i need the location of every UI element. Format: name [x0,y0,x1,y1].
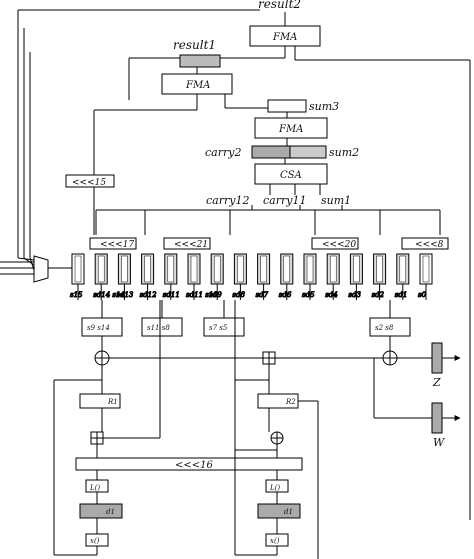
register-cell-s9 [213,255,221,283]
register-cell-s1 [399,255,407,283]
register-label-s15: s15 [70,291,83,299]
register-label-s12: sd12 [140,291,158,299]
sum1-label: sum1 [321,194,351,207]
rot20-block [311,237,359,250]
selector-2-label: s11 s8 [147,324,170,332]
l1-label: L() [89,484,100,492]
rot8-block [401,237,449,250]
l2-label: L() [269,484,280,492]
d1-label: d1 [106,508,115,516]
w-output-register [431,402,443,434]
fma-low-label: FMA [278,124,303,135]
register-label-s8: sd8 [232,291,245,299]
fma-mid-label: FMA [185,80,210,91]
sum2-label: sum2 [329,146,359,159]
sum2-register [289,145,327,159]
d2-register [257,503,301,519]
register-cell-s5 [306,255,314,283]
rot21-label: <<<21 [174,240,208,250]
register-cell-s15 [74,255,82,283]
register-cell-s7 [260,255,267,283]
rot17-label: <<<17 [100,240,134,250]
r1-register [79,393,121,409]
sum3-label: sum3 [309,100,339,113]
sum3-register [267,99,307,113]
register-cell-s6 [283,255,291,283]
d2-label: d1 [284,508,293,516]
register-cell-s0 [422,255,430,283]
w-label: W [433,436,446,449]
rot15-block [65,174,115,188]
x1-label: x() [90,537,100,545]
csa-block [254,163,328,185]
z-output-register [431,342,443,374]
r1-label: R1 [107,398,118,406]
rot16-block [75,457,303,471]
register-cell-s8 [237,255,244,283]
x2-label: x() [270,537,280,545]
carry2-register [251,145,291,159]
rot21-block [163,237,211,250]
register-label-s14: sd14 s14 [93,291,125,299]
rot8-label: <<<8 [415,240,444,250]
register-label-s11: sd11 [163,291,180,299]
selector-4-label: s2 s8 [375,324,394,332]
register-label-s4: sd4 [325,291,338,299]
rot16-label: <<<16 [175,460,213,471]
register-label-s6: sd6 [279,291,292,299]
register-cell-s11 [167,255,175,283]
result2-label: result2 [258,0,301,11]
register-cell-s12 [144,255,151,283]
register-cell-s13 [121,255,128,283]
input-multiplexer [33,255,49,283]
d1-register [79,503,123,519]
carry2-label: carry2 [205,146,241,159]
selector-1-label: s9 s14 [87,324,110,332]
register-label-s10: sd11 s10 [186,291,218,299]
fma-low-block [254,117,328,139]
register-cell-s3 [353,255,360,283]
selector-3-label: s7 s5 [209,324,228,332]
result1-register [179,54,221,68]
carry12-label: carry12 [206,194,249,207]
carry11-label: carry11 [263,194,306,207]
result1-label: result1 [173,38,216,52]
register-label-s13: sd13 [116,291,134,299]
register-cell-s10 [190,255,198,283]
register-label-s9: sd9 [209,291,222,299]
register-cell-s2 [376,255,383,283]
register-label-s5: sd5 [302,291,315,299]
register-label-s2: sd2 [372,291,385,299]
register-cell-s14 [97,255,105,283]
z-label: Z [432,376,441,389]
fma-top-label: FMA [272,32,297,43]
register-label-s0: s0 [418,291,427,299]
register-label-s3: sd3 [348,291,361,299]
csa-label: CSA [280,170,302,181]
register-label-s1: sd1 [395,291,408,299]
rot17-block [89,237,137,250]
rot15-label: <<<15 [72,178,106,188]
register-cell-s4 [329,255,337,283]
register-label-s7: sd7 [256,291,269,299]
rot20-label: <<<20 [322,240,356,250]
r2-label: R2 [285,398,296,406]
